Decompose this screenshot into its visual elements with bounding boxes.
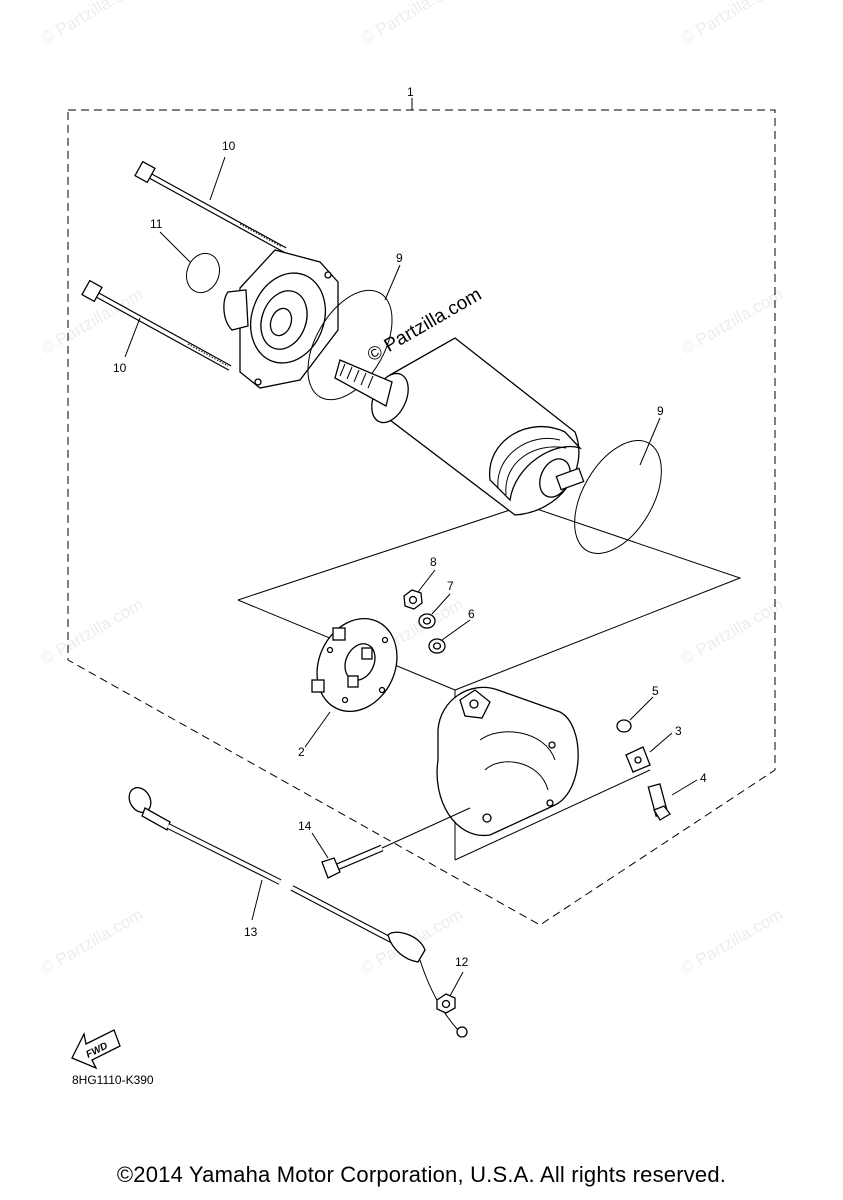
front-cover xyxy=(223,249,339,389)
bolt-14 xyxy=(321,807,471,879)
callout-5: 5 xyxy=(652,684,659,698)
watermark: © Partzilla.com xyxy=(678,285,787,359)
watermark: © Partzilla.com xyxy=(38,905,147,979)
callout-10-lower: 10 xyxy=(113,361,127,375)
through-bolt-lower xyxy=(81,279,232,371)
leader-lines xyxy=(124,156,698,997)
terminal-nut-3 xyxy=(625,746,651,773)
o-ring-small xyxy=(185,252,221,294)
assembly-boundary xyxy=(67,109,776,926)
watermark: © Partzilla.com xyxy=(38,595,147,669)
washer-7 xyxy=(418,613,436,629)
watermark: © Partzilla.com xyxy=(358,0,467,48)
watermark: © Partzilla.com xyxy=(678,595,787,669)
watermark: © Partzilla.com xyxy=(678,905,787,979)
callout-6: 6 xyxy=(468,607,475,621)
callout-11: 11 xyxy=(150,217,163,231)
diagram-code: 8HG1110-K390 xyxy=(72,1073,154,1087)
watermark: © Partzilla.com xyxy=(38,0,147,48)
callout-13: 13 xyxy=(244,925,258,939)
callout-3: 3 xyxy=(675,724,682,738)
nut-12 xyxy=(436,993,456,1014)
fwd-arrow-icon: FWD xyxy=(71,1029,121,1070)
callouts: 1 10 11 10 9 9 8 7 6 5 3 4 2 14 13 12 xyxy=(113,85,707,969)
callout-14: 14 xyxy=(298,819,312,833)
copyright-notice: ©2014 Yamaha Motor Corporation, U.S.A. A… xyxy=(116,1162,727,1187)
callout-4: 4 xyxy=(700,771,707,785)
watermark: © Partzilla.com xyxy=(678,0,787,48)
starter-lead-wire xyxy=(128,787,468,1038)
reference-plane xyxy=(237,504,742,691)
callout-9-lower: 9 xyxy=(657,404,664,418)
callout-9-upper: 9 xyxy=(396,251,403,265)
callout-10-upper: 10 xyxy=(222,139,236,153)
washer-6 xyxy=(428,638,446,654)
rear-cover xyxy=(436,686,579,836)
callout-7: 7 xyxy=(447,579,454,593)
o-ring-large-upper xyxy=(307,289,393,401)
starter-yoke xyxy=(334,337,585,516)
callout-12: 12 xyxy=(455,955,469,969)
callout-8: 8 xyxy=(430,555,437,569)
watermark-group: © Partzilla.com © Partzilla.com © Partzi… xyxy=(38,0,787,978)
brush-holder xyxy=(311,617,398,713)
nut-8 xyxy=(403,589,423,610)
callout-2: 2 xyxy=(298,745,305,759)
through-bolt-upper xyxy=(134,160,287,253)
washer-5 xyxy=(616,719,632,733)
callout-1: 1 xyxy=(407,85,414,99)
bolt-4 xyxy=(647,783,671,821)
